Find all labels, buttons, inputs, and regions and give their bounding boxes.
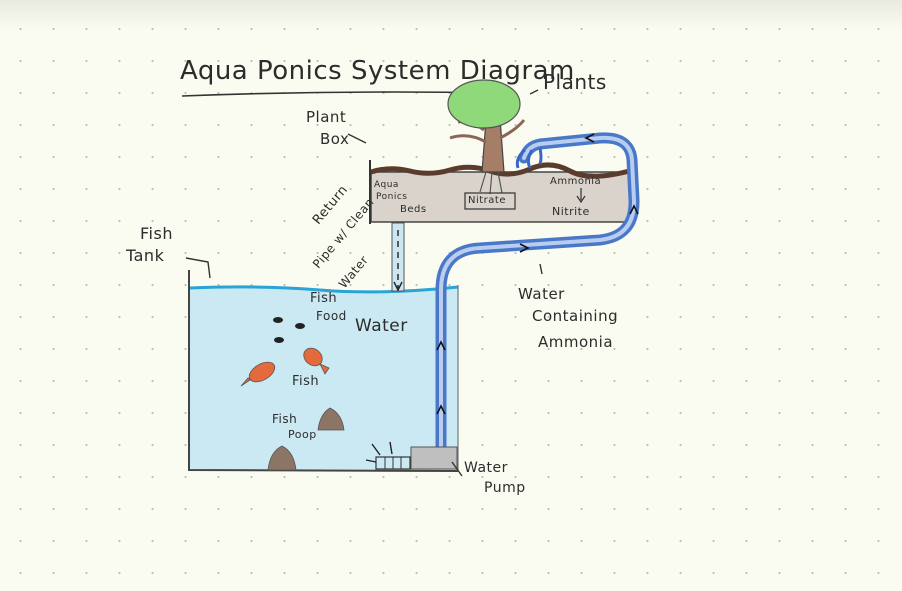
label-plants: Plants xyxy=(543,70,607,94)
tank-left-wall xyxy=(188,270,459,472)
label-water-containing-ammonia-2: Containing xyxy=(532,307,619,325)
label-ammonia: Ammonia xyxy=(550,176,602,187)
label-water-containing-ammonia-3: Ammonia xyxy=(538,333,614,351)
tank-water xyxy=(190,286,458,470)
label-water-pump-1: Water xyxy=(464,460,508,476)
label-nitrite: Nitrite xyxy=(552,205,590,218)
water-spray xyxy=(515,147,543,169)
label-fish-poop-1: Fish xyxy=(272,412,298,426)
label-water-pump-2: Pump xyxy=(484,480,526,496)
fish-food-pellet xyxy=(273,317,283,323)
label-fish-food-1: Fish xyxy=(310,291,338,306)
label-fish-tank-1: Fish xyxy=(140,224,173,243)
label-grow-beds-3: Beds xyxy=(400,204,427,215)
label-fish-tank-2: Tank xyxy=(126,246,165,265)
label-plant-box-2: Box xyxy=(320,130,350,148)
label-water: Water xyxy=(355,316,408,336)
water-pump xyxy=(410,446,458,470)
page-shadow xyxy=(0,0,902,30)
label-fish: Fish xyxy=(292,374,320,389)
label-water-containing-ammonia-1: Water xyxy=(518,285,565,303)
nitrate-box xyxy=(464,192,516,210)
tank-water-surface xyxy=(189,285,459,294)
diagram-title: Aqua Ponics System Diagram xyxy=(180,56,575,86)
label-grow-beds-2: Ponics xyxy=(376,192,408,202)
label-nitrate: Nitrate xyxy=(468,195,506,206)
label-fish-poop-2: Poop xyxy=(288,428,317,441)
label-grow-beds-1: Aqua xyxy=(374,180,399,190)
label-fish-food-2: Food xyxy=(316,309,347,323)
tree-leaves xyxy=(447,79,521,129)
fish-left xyxy=(240,361,276,387)
fish-poop-2 xyxy=(317,407,345,431)
fish-poop-1 xyxy=(267,445,297,471)
label-plant-box-1: Plant xyxy=(306,108,347,126)
fish-right xyxy=(303,347,330,375)
